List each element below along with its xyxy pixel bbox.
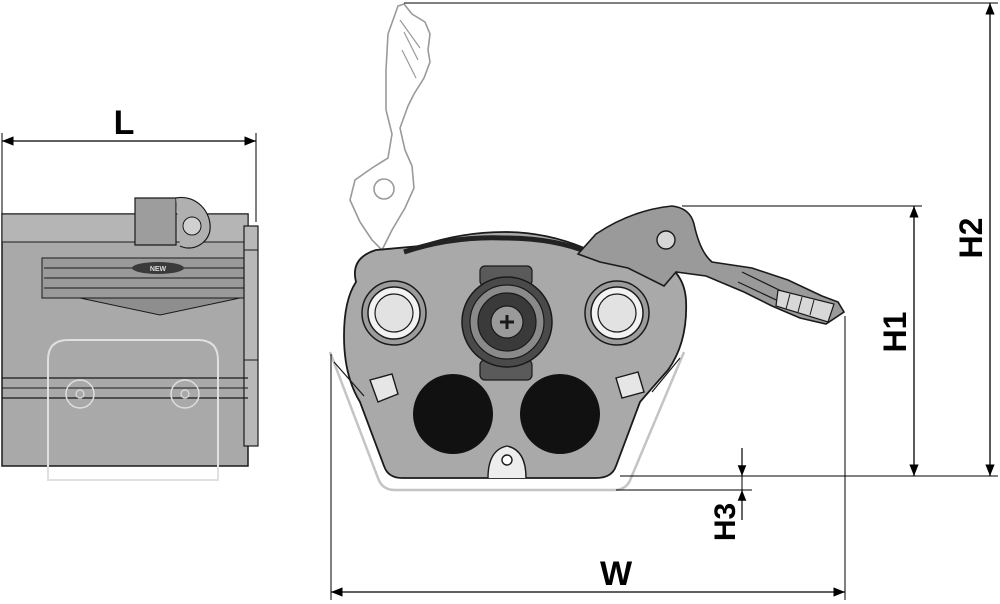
height-1-label: H1 [877,312,913,353]
dimension-height-3: H3 [616,448,752,541]
side-flange [243,225,259,447]
centre-connector [461,265,553,381]
lever-pivot [656,230,676,250]
contact-left [361,280,427,346]
front-view [328,3,846,492]
side-logo-text: NEW [150,266,167,273]
side-lever [134,197,177,246]
lever-grip [775,289,835,323]
dimension-height-1: H1 [620,205,922,477]
ghost-base-frame [328,351,686,492]
contact-right [584,280,650,346]
clip-right [615,371,645,399]
side-ghost-frame [47,339,219,481]
side-latch-wedge [79,297,241,316]
clip-left [369,373,399,403]
length-label: L [114,104,135,142]
ghost-lever-open [349,3,431,252]
width-label: W [600,555,633,593]
dimension-length: L [1,104,257,222]
side-logo [132,262,184,274]
height-2-label: H2 [953,218,989,259]
side-top-band [1,213,249,243]
side-view: NEW [1,196,259,481]
top-seal [403,235,594,257]
side-screw-right [170,379,200,409]
insert-left [413,374,493,454]
insert-right [520,374,600,454]
height-3-label: H3 [709,503,742,541]
side-screw-left [65,379,95,409]
earth-pin [487,445,527,479]
dimension-width: W [330,316,846,600]
ghost-lever-pivot [373,178,395,200]
